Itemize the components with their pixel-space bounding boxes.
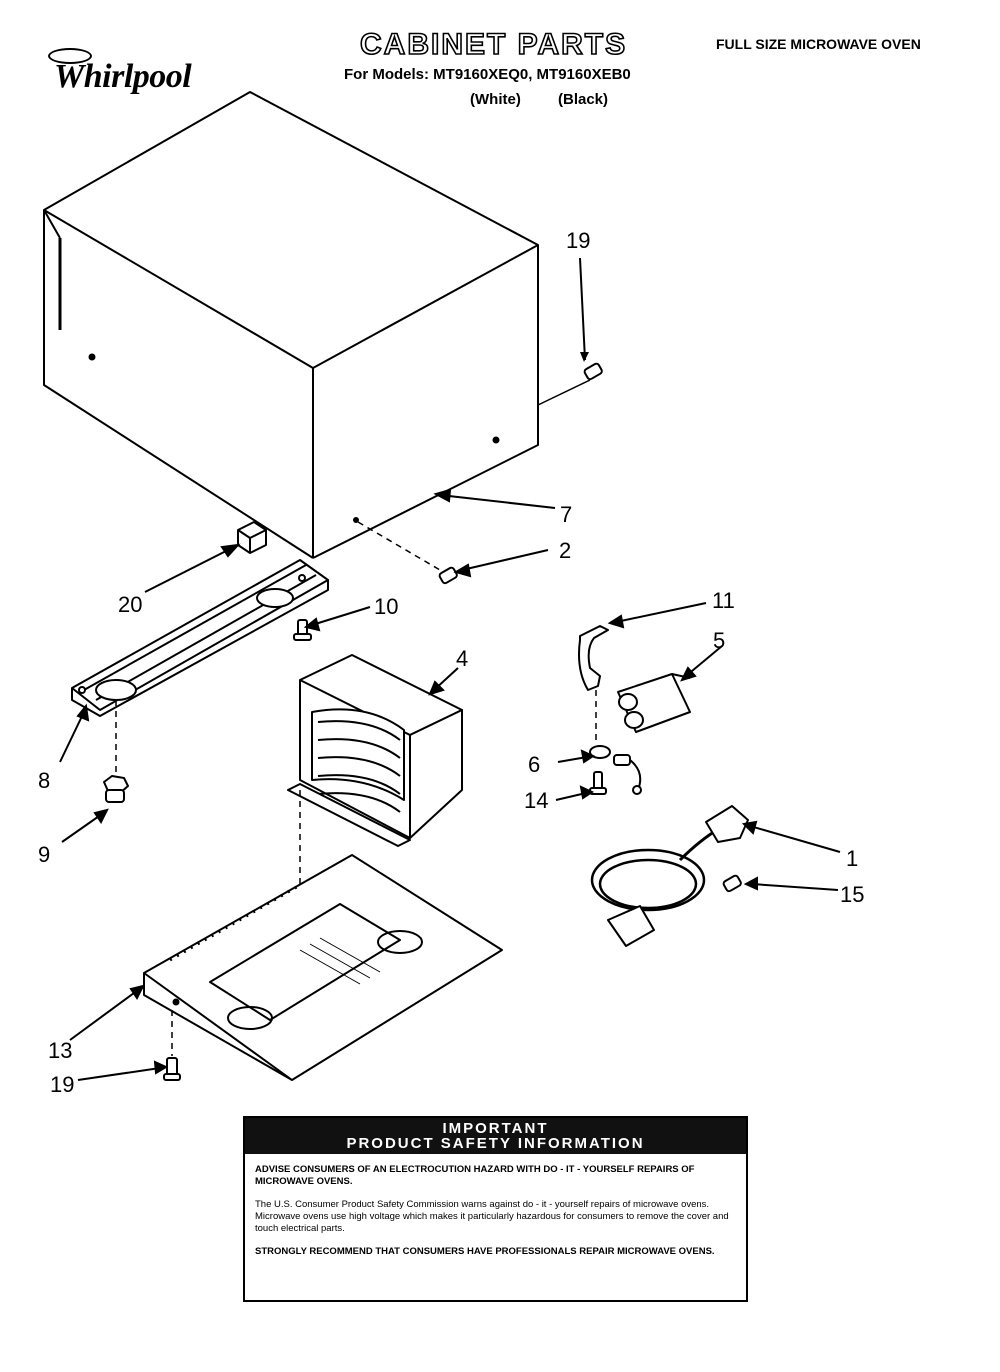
part-9-foot <box>103 700 129 803</box>
page-title: CABINET PARTS <box>359 27 628 62</box>
part-6-diode <box>589 745 642 795</box>
callout-13: 13 <box>48 1038 72 1063</box>
callout-9: 9 <box>38 842 50 867</box>
part-1-power-cord <box>590 805 749 947</box>
safety-heading-line1: IMPORTANT <box>442 1120 549 1137</box>
cabinet-wrapper-part <box>43 91 591 559</box>
callout-4: 4 <box>456 646 468 671</box>
part-5-capacitor <box>617 673 691 733</box>
brand-name: Whirlpool <box>54 58 192 95</box>
safety-notice-box: IMPORTANT PRODUCT SAFETY INFORMATION ADV… <box>243 1116 748 1302</box>
callout-15: 15 <box>840 882 864 907</box>
variant-white-label: (White) <box>470 91 521 108</box>
screw-15 <box>722 874 742 893</box>
screw-19-top <box>583 362 603 381</box>
leader-arrows <box>59 488 841 1081</box>
screw-19-bottom <box>163 1010 181 1081</box>
screw-14 <box>589 771 607 795</box>
callout-19-bottom: 19 <box>50 1072 74 1097</box>
safety-heading: IMPORTANT PRODUCT SAFETY INFORMATION <box>245 1118 746 1154</box>
screw-10 <box>293 619 312 641</box>
part-11-bracket <box>578 625 609 745</box>
safety-body-text: The U.S. Consumer Product Safety Commiss… <box>255 1199 729 1234</box>
callout-7: 7 <box>560 502 572 527</box>
callout-8: 8 <box>38 768 50 793</box>
callout-1: 1 <box>846 846 858 871</box>
callout-2: 2 <box>559 538 571 563</box>
safety-heading-line2: PRODUCT SAFETY INFORMATION <box>346 1135 645 1152</box>
callout-labels: 19 7 2 20 10 4 11 5 8 6 14 1 9 15 13 19 <box>38 228 864 1097</box>
part-8-bracket <box>71 559 329 717</box>
safety-warning: ADVISE CONSUMERS OF AN ELECTROCUTION HAZ… <box>255 1164 695 1187</box>
model-numbers: For Models: MT9160XEQ0, MT9160XEB0 <box>344 66 631 83</box>
callout-19-top: 19 <box>566 228 590 253</box>
callout-11: 11 <box>712 588 735 613</box>
callout-10: 10 <box>374 594 398 619</box>
dashed-guide <box>357 521 441 571</box>
callout-5: 5 <box>713 628 725 653</box>
document-type: FULL SIZE MICROWAVE OVEN <box>716 36 921 52</box>
screw-2 <box>438 566 458 585</box>
callout-20: 20 <box>118 592 142 617</box>
callout-6: 6 <box>528 752 540 777</box>
variant-black-label: (Black) <box>558 91 609 108</box>
logo-badge-icon <box>48 48 92 64</box>
whirlpool-logo: Whirlpool <box>34 44 214 104</box>
part-4-transformer <box>287 654 463 915</box>
part-13-base-plate <box>143 854 503 1081</box>
callout-14: 14 <box>524 788 548 813</box>
leader-line <box>579 257 586 361</box>
safety-recommendation: STRONGLY RECOMMEND THAT CONSUMERS HAVE P… <box>255 1246 715 1257</box>
exploded-parts-drawing: 19 7 2 20 10 4 11 5 8 6 14 1 9 15 13 19 <box>38 91 864 1097</box>
part-20-block <box>237 521 267 554</box>
